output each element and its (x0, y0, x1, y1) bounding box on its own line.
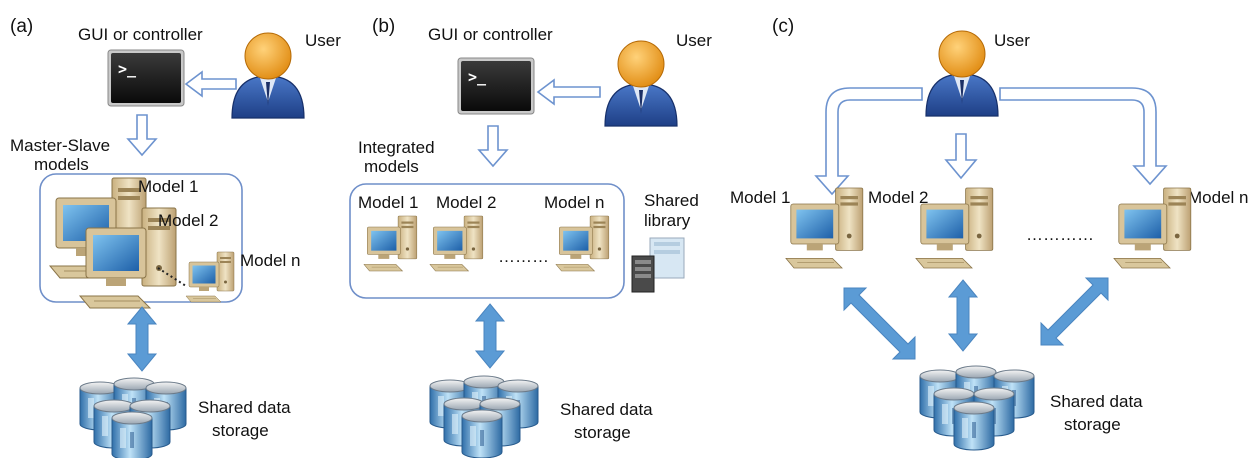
panel-a-user-label: User (305, 31, 341, 50)
hollow-arrow-down (477, 125, 509, 168)
model1-label: Model 1 (730, 188, 790, 207)
user-icon (925, 30, 999, 117)
hollow-arrow-down (944, 133, 978, 180)
group-title-line2: models (34, 155, 89, 174)
double-arrow-vertical (474, 303, 506, 369)
library-label-line1: Shared (644, 191, 699, 210)
dots-separator: ……… (498, 247, 549, 266)
hollow-arrow-left (536, 78, 601, 106)
computer-icon-model2 (429, 215, 484, 272)
models-group-box (349, 183, 625, 299)
hollow-arrow-left (184, 70, 237, 98)
group-title-line1: Master-Slave (10, 136, 110, 155)
storage-label-line1: Shared data (560, 400, 653, 419)
double-arrow-vertical (947, 279, 979, 352)
dotted-connector (157, 267, 187, 287)
model1-label: Model 1 (358, 193, 418, 212)
panel-c-user-label: User (994, 31, 1030, 50)
panel-b: (b) GUI or controller User Integrated mo… (349, 16, 712, 458)
panel-a-label: (a) (10, 16, 33, 37)
group-title-line1: Integrated (358, 138, 435, 157)
model2-label: Model 2 (868, 188, 928, 207)
library-label-line2: library (644, 211, 691, 230)
computer-icon-modeln (1113, 187, 1192, 269)
hollow-arrow-branch-left (814, 87, 923, 196)
model1-label: Model 1 (138, 177, 198, 196)
computer-icon-modeln (555, 215, 610, 272)
modeln-label: Model n (1188, 188, 1248, 207)
storage-icon (919, 365, 1035, 451)
storage-icon (79, 377, 187, 458)
user-icon (231, 32, 305, 119)
hollow-arrow-branch-right (999, 87, 1168, 186)
double-arrow-vertical (126, 306, 158, 372)
storage-icon (429, 375, 539, 458)
double-arrow-diagonal-right (1040, 277, 1109, 346)
panel-a-gui-label: GUI or controller (78, 25, 203, 44)
panel-b-gui-label: GUI or controller (428, 25, 553, 44)
model2-label: Model 2 (158, 211, 218, 230)
modeln-label: Model n (544, 193, 604, 212)
panel-c-label: (c) (772, 16, 794, 37)
terminal-icon (107, 49, 185, 107)
modeln-label: Model n (240, 251, 300, 270)
shared-library-icon (631, 237, 685, 293)
panel-c: (c) User Model 1 Model 2 Model n ………… Sh… (730, 16, 1248, 451)
user-icon (604, 40, 678, 127)
storage-label-line2: storage (574, 423, 631, 442)
panel-b-label: (b) (372, 16, 395, 37)
model2-label: Model 2 (436, 193, 496, 212)
double-arrow-diagonal-left (843, 287, 916, 360)
computer-icon-modeln (185, 251, 235, 303)
dots-separator: ………… (1026, 225, 1094, 244)
panel-a: (a) GUI or controller User Master-Slave … (10, 16, 341, 458)
group-title-line2: models (364, 157, 419, 176)
panel-b-user-label: User (676, 31, 712, 50)
storage-label-line2: storage (212, 421, 269, 440)
storage-label-line2: storage (1064, 415, 1121, 434)
hollow-arrow-down (126, 114, 158, 157)
storage-label-line1: Shared data (1050, 392, 1143, 411)
storage-label-line1: Shared data (198, 398, 291, 417)
terminal-icon (457, 57, 535, 115)
computer-icon-model1 (785, 187, 864, 269)
computer-icon-model1 (363, 215, 418, 272)
